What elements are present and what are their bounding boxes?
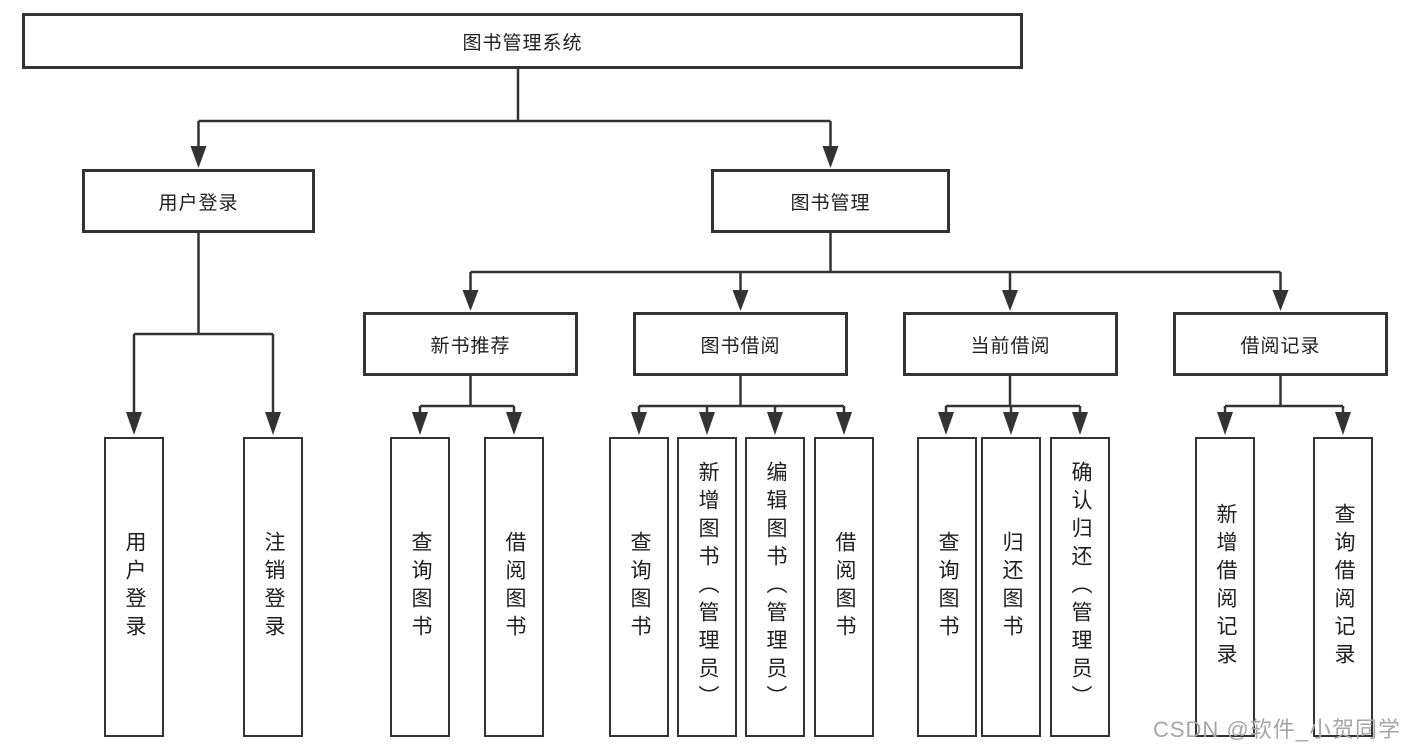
watermark: CSDN @软件_小贺同学 bbox=[1152, 717, 1401, 742]
node-current-borrow: 当前借阅 bbox=[903, 312, 1118, 376]
leaf-borrow-books-recommend: 借阅图书 bbox=[484, 437, 544, 737]
leaf-borrow-books: 借阅图书 bbox=[814, 437, 874, 737]
leaf-add-borrow-record: 新增借阅记录 bbox=[1195, 437, 1255, 737]
leaf-query-books-recommend: 查询图书 bbox=[390, 437, 450, 737]
leaf-logout: 注销登录 bbox=[243, 437, 303, 737]
leaf-user-login: 用户登录 bbox=[104, 437, 164, 737]
leaf-return-book: 归还图书 bbox=[981, 437, 1041, 737]
leaf-edit-book-admin: 编辑图书（管理员） bbox=[745, 437, 805, 737]
leaf-query-books-borrow: 查询图书 bbox=[609, 437, 669, 737]
leaf-query-borrow-record: 查询借阅记录 bbox=[1313, 437, 1373, 737]
node-user-login: 用户登录 bbox=[82, 169, 315, 233]
node-book-management: 图书管理 bbox=[711, 169, 950, 233]
node-system-root: 图书管理系统 bbox=[22, 13, 1023, 69]
leaf-add-book-admin: 新增图书（管理员） bbox=[677, 437, 737, 737]
leaf-query-books-current: 查询图书 bbox=[917, 437, 977, 737]
leaf-confirm-return-admin: 确认归还（管理员） bbox=[1050, 437, 1110, 737]
node-book-borrow: 图书借阅 bbox=[633, 312, 848, 376]
node-borrow-records: 借阅记录 bbox=[1173, 312, 1388, 376]
node-new-book-recommend: 新书推荐 bbox=[363, 312, 578, 376]
